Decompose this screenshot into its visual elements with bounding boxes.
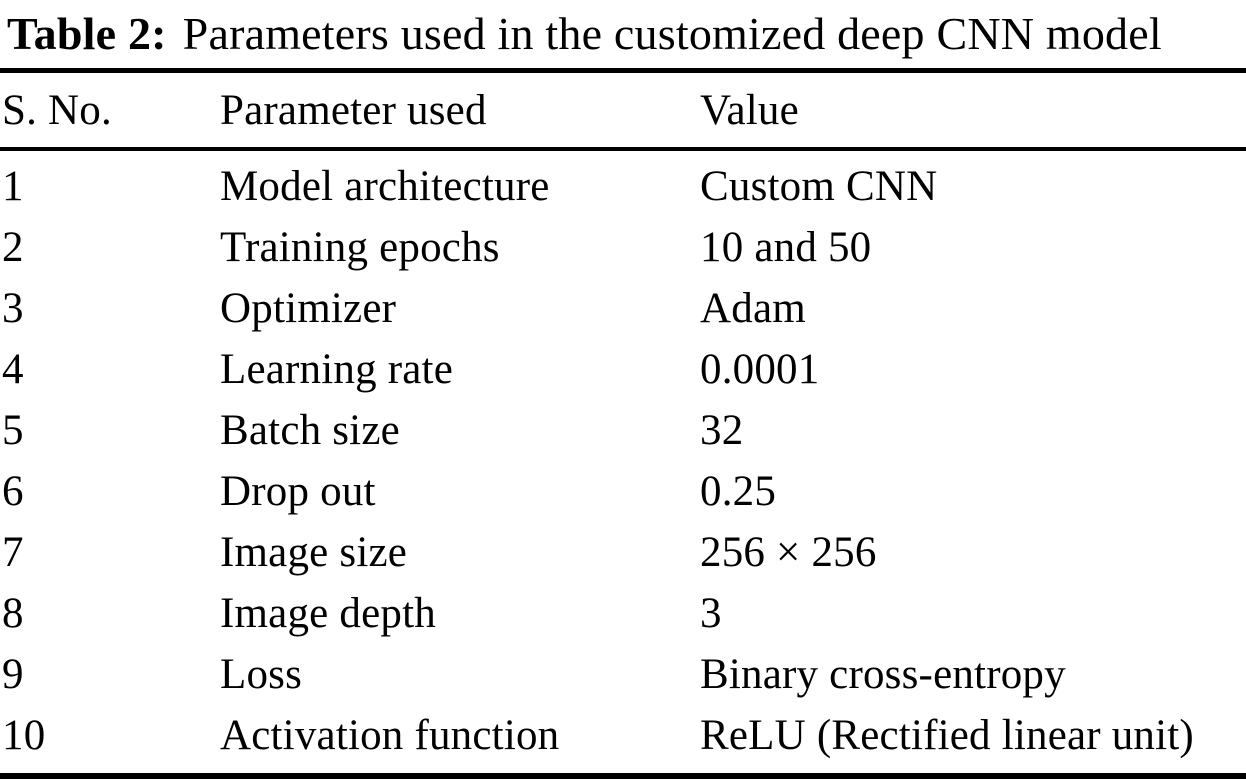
row-number-cell: 7 <box>2 529 24 576</box>
parameter-cell: Batch size <box>220 407 400 454</box>
table-body: 1 Model architecture Custom CNN 2 Traini… <box>0 156 1246 766</box>
table-caption: Table 2: Parameters used in the customize… <box>0 0 1246 68</box>
parameter-cell: Image size <box>220 529 408 576</box>
row-number-cell: 10 <box>2 712 46 759</box>
parameter-cell: Model architecture <box>220 163 550 210</box>
parameter-cell: Training epochs <box>220 224 500 271</box>
table-row: 4 Learning rate 0.0001 <box>0 339 1246 400</box>
row-number-cell: 3 <box>2 285 24 332</box>
table-row: 7 Image size 256 × 256 <box>0 522 1246 583</box>
table-row: 9 Loss Binary cross-entropy <box>0 644 1246 705</box>
row-number-cell: 5 <box>2 407 24 454</box>
table-row: 10 Activation function ReLU (Rectified l… <box>0 705 1246 766</box>
parameter-cell: Optimizer <box>220 285 397 332</box>
bottom-spacer <box>0 766 1246 773</box>
bottom-rule <box>0 773 1246 779</box>
column-header-parameter: Parameter used <box>220 86 487 134</box>
value-cell: 32 <box>700 407 744 454</box>
value-cell: Custom CNN <box>700 163 938 210</box>
table-caption-label: Table 2: <box>7 8 167 59</box>
header-rule <box>0 147 1246 151</box>
table-row: 1 Model architecture Custom CNN <box>0 156 1246 217</box>
value-cell: 256 × 256 <box>700 529 877 576</box>
table-caption-text: Parameters used in the customized deep C… <box>182 8 1162 59</box>
table-row: 3 Optimizer Adam <box>0 278 1246 339</box>
value-cell: ReLU (Rectified linear unit) <box>700 712 1194 759</box>
table-row: 8 Image depth 3 <box>0 583 1246 644</box>
parameter-cell: Activation function <box>220 712 560 759</box>
column-header-sno: S. No. <box>2 86 112 134</box>
table-row: 5 Batch size 32 <box>0 400 1246 461</box>
parameter-cell: Learning rate <box>220 346 453 393</box>
value-cell: 3 <box>700 590 722 637</box>
row-number-cell: 8 <box>2 590 24 637</box>
row-number-cell: 6 <box>2 468 24 515</box>
table-row: 2 Training epochs 10 and 50 <box>0 217 1246 278</box>
value-cell: Adam <box>700 285 806 332</box>
value-cell: 0.25 <box>700 468 777 515</box>
table-row: 6 Drop out 0.25 <box>0 461 1246 522</box>
value-cell: 0.0001 <box>700 346 820 393</box>
value-cell: Binary cross-entropy <box>700 651 1066 698</box>
parameter-cell: Image depth <box>220 590 436 637</box>
row-number-cell: 1 <box>2 163 24 210</box>
top-rule <box>0 68 1246 73</box>
value-cell: 10 and 50 <box>700 224 872 271</box>
row-number-cell: 9 <box>2 651 24 698</box>
column-header-value: Value <box>700 86 799 134</box>
row-number-cell: 2 <box>2 224 24 271</box>
table-header-row: S. No. Parameter used Value <box>0 73 1246 147</box>
row-number-cell: 4 <box>2 346 24 393</box>
parameter-cell: Drop out <box>220 468 376 515</box>
parameter-cell: Loss <box>220 651 303 698</box>
